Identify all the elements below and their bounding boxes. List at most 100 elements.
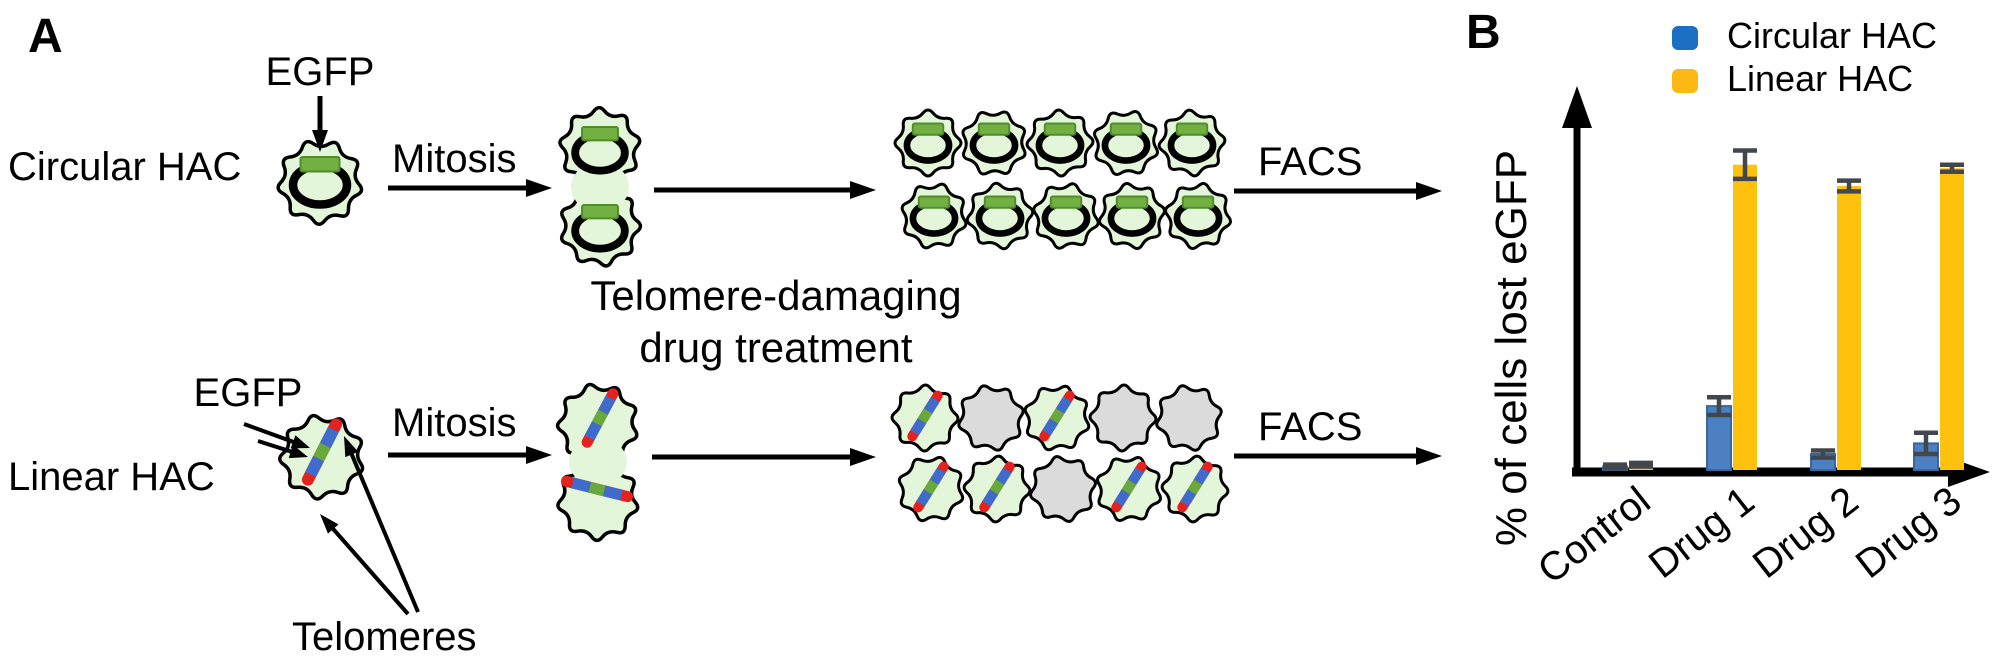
cell-gray <box>1155 384 1223 452</box>
egfp-insert <box>581 204 619 220</box>
egfp-insert <box>1049 408 1065 424</box>
linear-hac-chromosome <box>581 388 619 448</box>
cell <box>1157 108 1227 178</box>
cell <box>1164 182 1232 250</box>
panel-b-label: B <box>1466 6 1501 59</box>
legend-swatch-linear-hac <box>1672 69 1698 93</box>
facs-label-top: FACS <box>1258 140 1362 184</box>
chromosome-arm <box>995 467 1012 485</box>
chromosome-arm <box>320 426 339 449</box>
egfp-insert <box>911 122 945 136</box>
cell-junction <box>571 162 629 212</box>
arrow-head <box>290 435 310 449</box>
legend-label-circular-hac: Circular HAC <box>1727 15 1937 56</box>
arrow-head <box>344 436 359 458</box>
arrow-head <box>1416 182 1442 200</box>
chromosome-arm <box>1042 418 1059 436</box>
egfp-insert <box>299 156 341 173</box>
arrow-head <box>850 448 876 466</box>
chromosome-arm <box>910 418 927 436</box>
category-label: Drug 3 <box>1848 478 1970 587</box>
facs-label-bottom: FACS <box>1258 405 1362 449</box>
bar-linear-drug2 <box>1837 186 1861 470</box>
chromosome-arm <box>1193 467 1210 485</box>
chromosome-arm <box>584 421 602 441</box>
cell-gray <box>1088 383 1158 453</box>
cell <box>276 139 364 227</box>
egfp-label-top: EGFP <box>266 50 375 94</box>
linear-hac-label: Linear HAC <box>8 455 215 499</box>
egfp-insert <box>989 479 1005 495</box>
arrow-head <box>312 130 328 152</box>
linear-hac-chromosome <box>913 461 949 513</box>
arrow-head <box>288 444 308 459</box>
egfp-insert <box>1187 479 1203 495</box>
chromosome-arm <box>1055 396 1072 414</box>
category-label: Drug 1 <box>1641 478 1763 587</box>
cell <box>1098 182 1166 250</box>
circular-hac-label: Circular HAC <box>8 145 241 189</box>
cell-junction <box>569 438 627 486</box>
bar-linear-drug3 <box>1940 168 1964 470</box>
linear-hac-chromosome <box>907 390 943 442</box>
chromosome-arm <box>929 467 946 485</box>
egfp-insert <box>588 481 606 497</box>
linear-hac-chromosome <box>979 461 1015 513</box>
chromosome-arm <box>305 455 324 478</box>
chromosome-arm <box>982 489 999 507</box>
arrow-head <box>850 181 876 199</box>
chromosome-arm <box>598 395 616 415</box>
chromosome-arm <box>602 485 623 501</box>
egfp-insert <box>917 408 933 424</box>
y-axis-arrow-head <box>1562 86 1592 128</box>
cell <box>893 108 963 178</box>
linear-hac-chromosome <box>301 418 343 486</box>
chromosome-arm <box>916 489 933 507</box>
cell-gray <box>1029 455 1097 523</box>
linear-hac-chromosome <box>1177 461 1213 513</box>
chromosome-arm <box>1180 489 1197 507</box>
egfp-insert <box>977 122 1011 136</box>
egfp-insert <box>1175 122 1209 136</box>
legend-label-linear-hac: Linear HAC <box>1727 58 1913 99</box>
category-label: Control <box>1530 478 1659 592</box>
telomeres-label: Telomeres <box>292 615 477 659</box>
egfp-insert <box>1115 195 1149 209</box>
y-axis-label: % of cells lost eGFP <box>1487 150 1536 546</box>
chromosome-arm <box>923 396 940 414</box>
cell <box>1025 108 1095 178</box>
panel-a-label: A <box>28 10 63 63</box>
egfp-insert <box>983 195 1017 209</box>
egfp-insert <box>1109 122 1143 136</box>
chromosome-arm <box>571 477 592 493</box>
egfp-insert <box>1121 479 1137 495</box>
linear-hac-chromosome <box>1039 390 1075 442</box>
linear-hac-chromosome <box>1111 461 1147 513</box>
egfp-label-bottom: EGFP <box>194 371 303 415</box>
linear-hac-chromosome <box>560 475 634 503</box>
arrow-shaft <box>346 446 420 613</box>
egfp-insert <box>1049 195 1083 209</box>
arrow-shaft <box>243 422 301 447</box>
mitosis-label-bottom: Mitosis <box>392 401 516 445</box>
arrow-head <box>320 514 339 534</box>
egfp-insert <box>581 126 619 142</box>
bar-linear-drug1 <box>1733 164 1757 470</box>
arrow-shaft <box>326 521 410 616</box>
egfp-insert <box>917 195 951 209</box>
cell-diagram-layer <box>276 105 1232 543</box>
egfp-insert <box>1181 195 1215 209</box>
egfp-insert <box>592 409 608 427</box>
arrow-layer <box>243 96 1442 616</box>
cell <box>965 181 1035 251</box>
arrow-head <box>1416 447 1442 465</box>
drug-treatment-line1: Telomere-damaging <box>590 272 961 319</box>
arrow-head <box>526 179 552 197</box>
cell-gray <box>957 384 1025 452</box>
legend-swatch-circular-hac <box>1672 26 1698 50</box>
chromosome-arm <box>1127 467 1144 485</box>
chromosome-arm <box>1114 489 1131 507</box>
arrow-head <box>526 446 552 464</box>
